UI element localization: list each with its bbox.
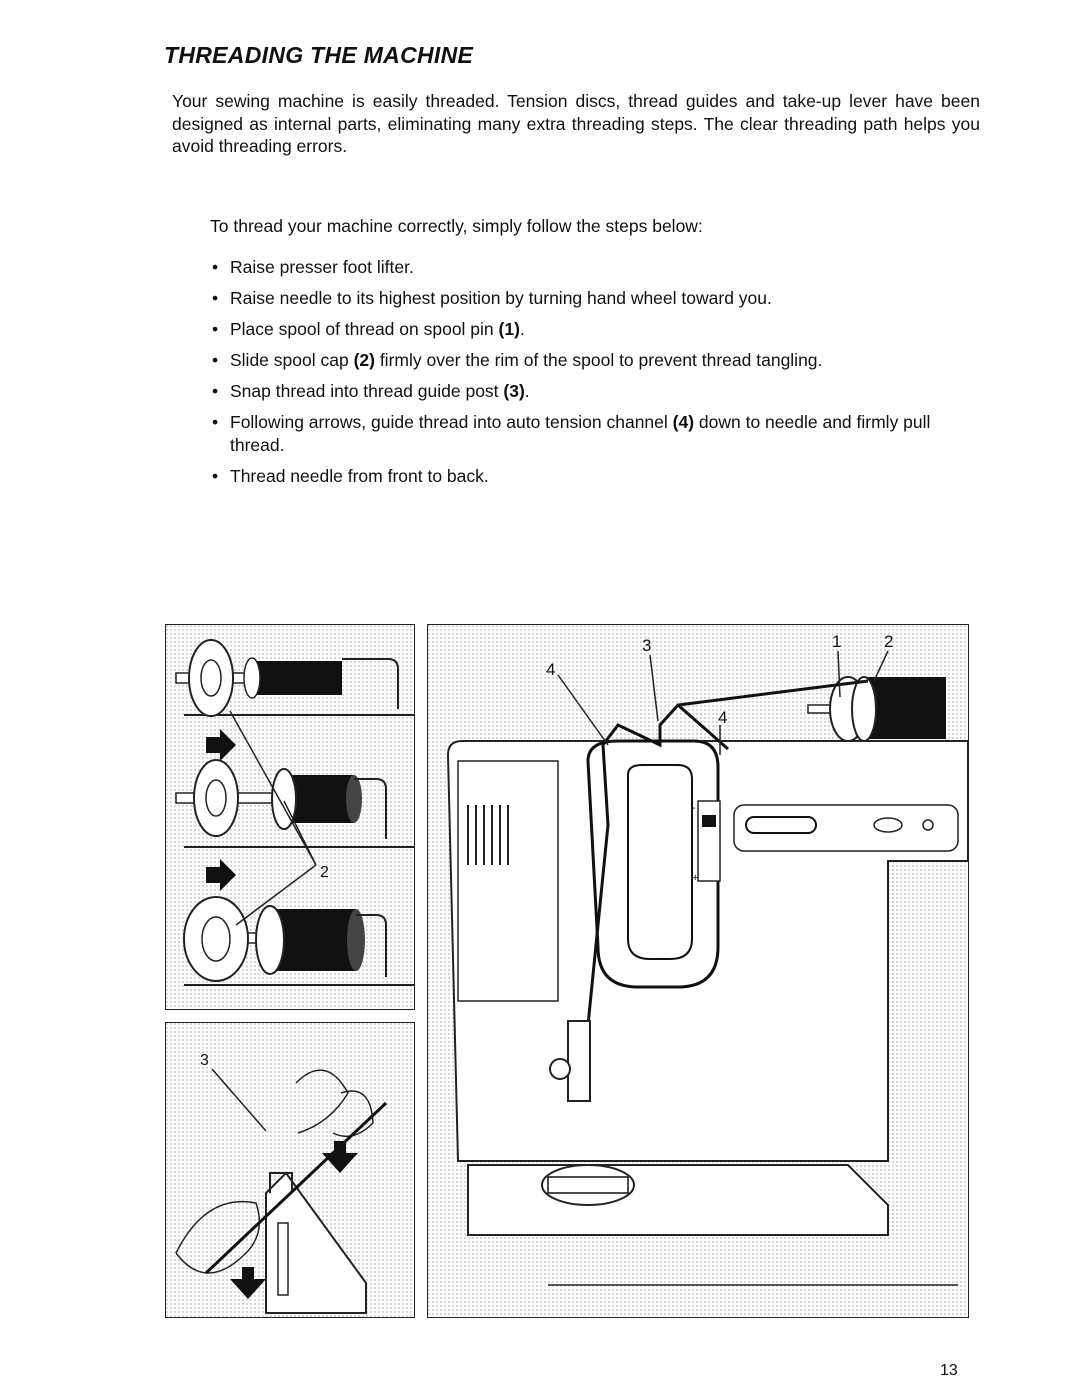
scale-plus-label: + xyxy=(692,872,698,884)
part-ref: (2) xyxy=(353,350,375,370)
step-item: •Place spool of thread on spool pin (1). xyxy=(212,319,525,339)
thread-path xyxy=(581,679,869,1086)
part-ref: (1) xyxy=(498,319,520,339)
step-item: •Thread needle from front to back. xyxy=(212,465,489,486)
arrow-icon xyxy=(206,859,236,891)
bullet-icon: • xyxy=(212,319,219,339)
bullet-icon: • xyxy=(212,412,219,432)
page-title: THREADING THE MACHINE xyxy=(164,42,474,68)
callout-label: 2 xyxy=(320,864,329,881)
arrow-icon xyxy=(206,729,236,761)
step-item: •Raise presser foot lifter. xyxy=(212,257,414,277)
step-item: •Raise needle to its highest position by… xyxy=(212,288,772,308)
page-number: 13 xyxy=(940,1362,958,1379)
machine-threading-figure: + - 3 1 2 4 4 xyxy=(427,624,969,1318)
bullet-icon: • xyxy=(212,465,219,486)
step-item: •Following arrows, guide thread into aut… xyxy=(212,412,931,455)
intro-paragraph: Your sewing machine is easily threaded. … xyxy=(172,91,980,156)
callout-label: 1 xyxy=(832,632,841,651)
sewing-machine-illustration: + - 3 1 2 4 4 xyxy=(428,625,968,1317)
spool-cap-figure: 2 xyxy=(165,624,415,1010)
arrow-down-icon xyxy=(230,1267,266,1299)
step-item: •Snap thread into thread guide post (3). xyxy=(212,381,530,401)
bullet-icon: • xyxy=(212,381,219,401)
thread-guide-figure: 3 xyxy=(165,1022,415,1318)
callout-label: 2 xyxy=(884,632,893,651)
bullet-icon: • xyxy=(212,350,219,370)
callout-label: 3 xyxy=(642,636,651,655)
step-item: •Slide spool cap (2) firmly over the rim… xyxy=(212,350,823,370)
arrow-down-icon xyxy=(322,1141,358,1173)
threading-steps: •Raise presser foot lifter. •Raise needl… xyxy=(210,256,978,496)
part-ref: (4) xyxy=(672,412,695,432)
thread-guide-illustration: 3 xyxy=(166,1023,414,1317)
steps-lead: To thread your machine correctly, simply… xyxy=(210,216,703,236)
callout-label: 4 xyxy=(718,708,727,727)
callout-label: 4 xyxy=(546,660,555,679)
spool-cap-illustration: 2 xyxy=(166,625,414,1009)
part-ref: (3) xyxy=(503,381,525,401)
callout-label: 3 xyxy=(200,1052,209,1069)
vent-slots xyxy=(467,805,509,865)
bullet-icon: • xyxy=(212,257,219,277)
scale-minus-label: - xyxy=(692,802,696,814)
bullet-icon: • xyxy=(212,288,219,308)
